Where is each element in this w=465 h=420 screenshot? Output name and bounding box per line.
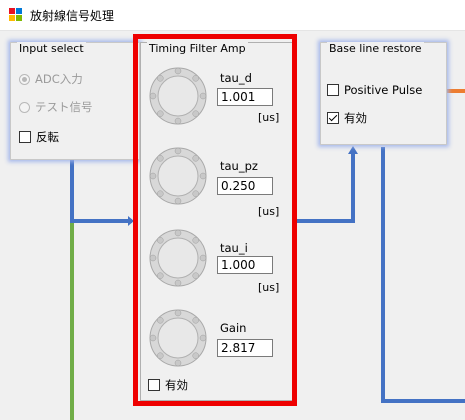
window-title: 放射線信号処理: [30, 9, 115, 23]
wire-tfa-to-blr-vertical: [351, 154, 355, 223]
input-gain[interactable]: 2.817: [217, 339, 273, 357]
checkbox-blr-enable[interactable]: 有効: [327, 110, 367, 126]
checkbox[interactable]: [148, 379, 160, 391]
wire-blr-output-horizontal: [381, 399, 465, 403]
param-label-tau-d: tau_d: [220, 71, 252, 85]
baseline-restore-group: Base line restore Positive Pulse 有効: [320, 42, 447, 145]
wire-green: [70, 158, 74, 420]
title-bar: 放射線信号処理: [0, 0, 465, 31]
wire-tfa-to-blr-arrow: [348, 146, 358, 154]
radio-label: テスト信号: [35, 100, 93, 114]
wire-blr-output-orange: [445, 89, 465, 93]
input-select-group: Input select ADC入力 テスト信号 反転: [10, 42, 140, 160]
knob-gain[interactable]: [148, 308, 208, 368]
checkbox[interactable]: [19, 131, 31, 143]
unit-tau-d: [us]: [258, 111, 280, 124]
group-title-input-select: Input select: [17, 42, 86, 55]
knob-tau-pz[interactable]: [148, 146, 208, 206]
app-icon: [9, 8, 22, 21]
input-tau-i[interactable]: 1.000: [217, 256, 273, 274]
input-tau-d[interactable]: 1.001: [217, 88, 273, 106]
wire-input-to-tfa-arrow: [128, 216, 134, 226]
checkbox-positive-pulse[interactable]: Positive Pulse: [327, 83, 422, 97]
highlight-box: [133, 34, 297, 406]
wire-tfa-to-blr-horizontal: [297, 219, 355, 223]
radio-adc-input[interactable]: ADC入力: [19, 71, 83, 87]
checkbox-label: 有効: [165, 378, 188, 392]
knob-tau-d[interactable]: [148, 66, 208, 126]
radio-button[interactable]: [19, 101, 30, 113]
checkbox-label: 有効: [344, 111, 367, 125]
unit-tau-i: [us]: [258, 281, 280, 294]
unit-tau-pz: [us]: [258, 205, 280, 218]
input-tau-pz[interactable]: 0.250: [217, 177, 273, 195]
group-title-timing-filter-amp: Timing Filter Amp: [147, 42, 248, 55]
wire-input-to-tfa-vertical: [70, 158, 74, 222]
checkbox[interactable]: [327, 112, 339, 124]
timing-filter-amp-group: Timing Filter Amp tau_d 1.001 [us] tau_p…: [140, 42, 293, 401]
checkbox-invert[interactable]: 反転: [19, 129, 59, 145]
wire-blr-output-vertical: [381, 147, 385, 403]
wire-input-to-tfa-horizontal: [70, 219, 132, 223]
param-label-gain: Gain: [220, 321, 247, 335]
param-label-tau-i: tau_i: [220, 241, 248, 255]
checkbox-label: 反転: [36, 130, 59, 144]
radio-button[interactable]: [19, 73, 30, 85]
radio-test-signal[interactable]: テスト信号: [19, 99, 93, 115]
checkbox-label: Positive Pulse: [344, 83, 423, 97]
checkbox-tfa-enable[interactable]: 有効: [148, 377, 188, 393]
radio-label: ADC入力: [35, 72, 83, 86]
knob-tau-i[interactable]: [148, 228, 208, 288]
checkbox[interactable]: [327, 84, 339, 96]
param-label-tau-pz: tau_pz: [220, 159, 258, 173]
group-title-baseline-restore: Base line restore: [327, 42, 424, 55]
